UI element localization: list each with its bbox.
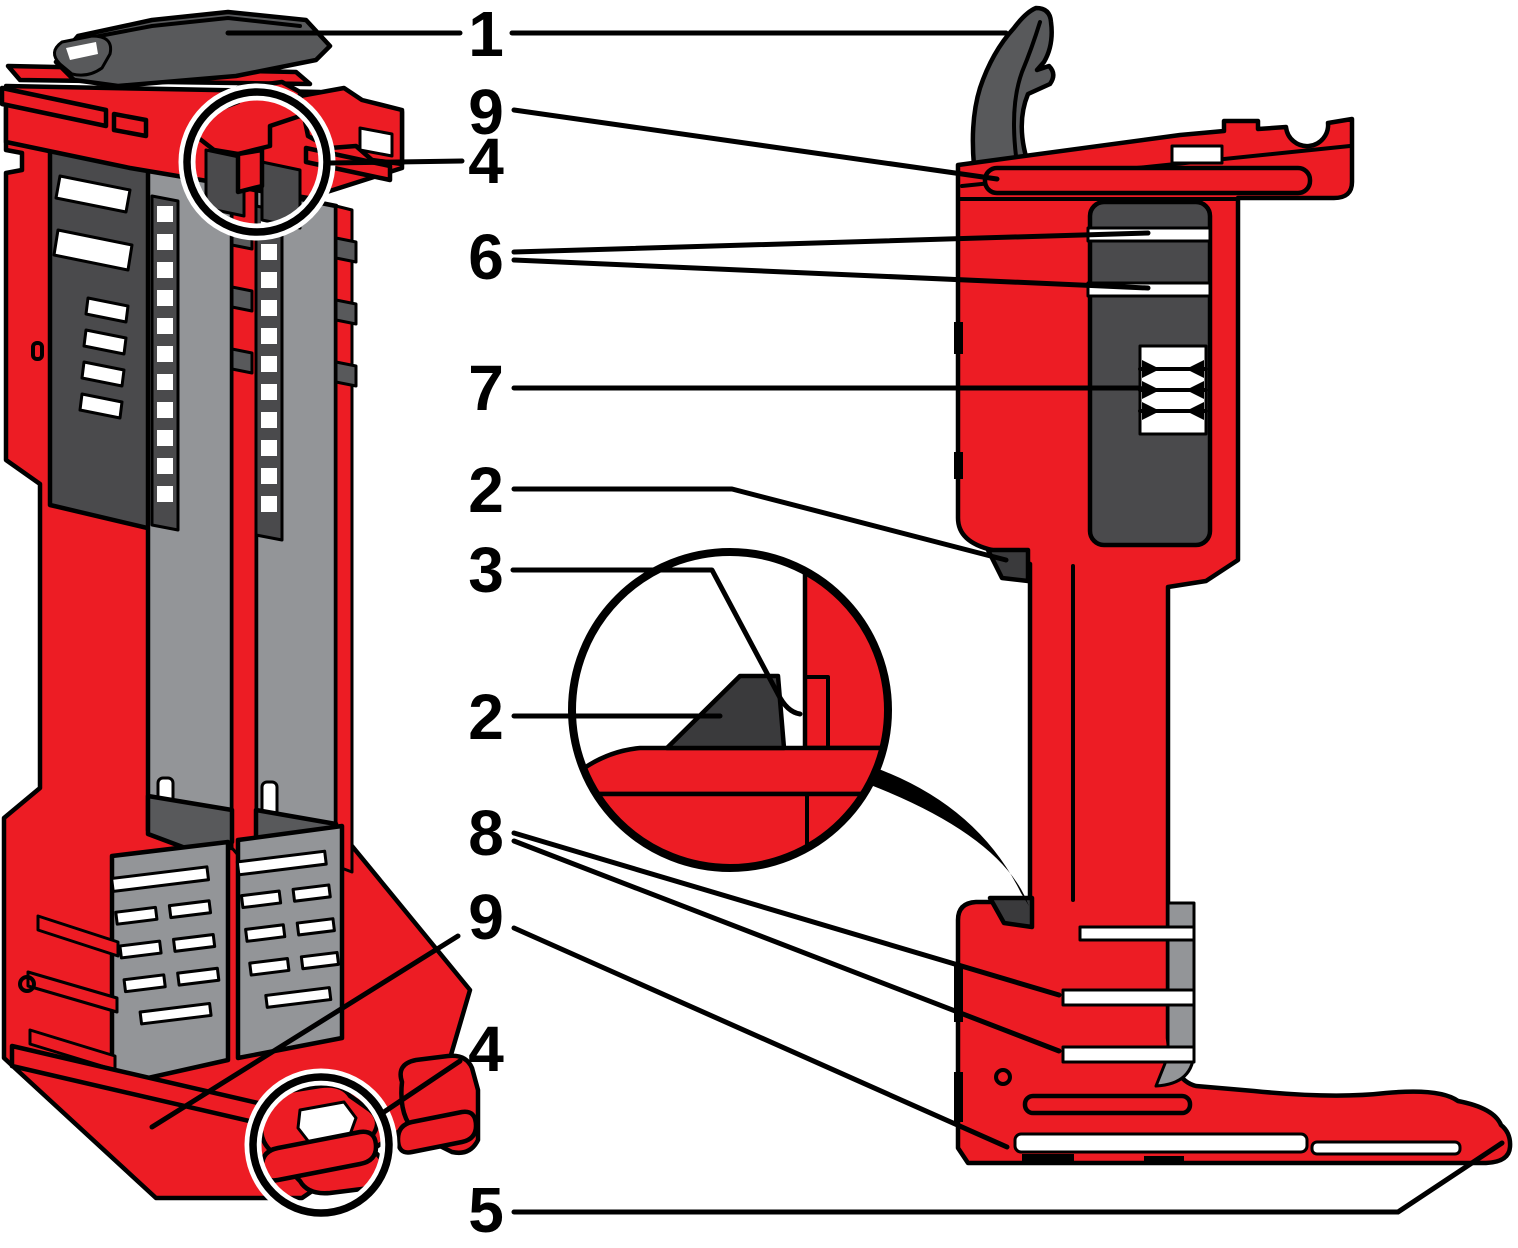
connector-block-right-slots <box>235 849 341 1009</box>
latch-ridge-line <box>76 16 302 42</box>
edge-tick <box>954 1072 963 1122</box>
callout-9-top-label: 9 <box>468 76 504 148</box>
callout-7-label: 7 <box>468 352 504 424</box>
side-latch-ridge <box>1012 20 1042 158</box>
foot-base-slot-right <box>1310 1140 1462 1156</box>
top-detail-circle <box>183 88 331 236</box>
base-bar <box>26 970 119 1014</box>
edge-tick <box>954 964 963 1022</box>
callout-8-label: 8 <box>468 797 504 869</box>
callout-6-label: 6 <box>468 221 504 293</box>
leader-callout-5 <box>511 1140 1505 1215</box>
channel-top-right <box>260 160 302 230</box>
connector-block-left-slots <box>110 865 221 1026</box>
base-tab <box>1022 1154 1074 1163</box>
leader-callout-3 <box>510 567 803 717</box>
cover-groove <box>982 165 1313 196</box>
foot-hole <box>994 1068 1012 1086</box>
leader-callout-2-top <box>511 486 1009 563</box>
callout-3-label: 3 <box>468 534 504 606</box>
foot-slot <box>1078 925 1196 942</box>
rail-roller-right <box>395 1109 479 1155</box>
vent-slot <box>80 360 126 388</box>
deck-front-rail-notch <box>111 111 149 139</box>
vent-slot <box>78 392 124 420</box>
side-body <box>955 116 1513 1166</box>
cover-slot-small <box>1170 144 1224 165</box>
spool-feature <box>1138 344 1208 436</box>
foot-base-slot <box>1013 1132 1309 1154</box>
vent-slot <box>84 296 130 324</box>
callout-2-detail-label: 2 <box>468 681 504 753</box>
callouts: 1 9 4 6 7 2 3 2 8 9 4 5 <box>149 0 1505 1246</box>
latch-hook-gap <box>66 42 98 60</box>
callout-1-label: 1 <box>468 0 504 70</box>
callout-4-bottom-label: 4 <box>468 1013 504 1085</box>
deck-front-rail <box>0 85 109 129</box>
detail-view <box>568 548 1029 906</box>
leader-callout-4-top <box>327 158 465 166</box>
base-hole <box>18 975 36 993</box>
vent-slot <box>54 174 132 214</box>
guide-strip-left <box>150 194 180 532</box>
leader-callout-9-bottom-right <box>511 925 1010 1150</box>
hook-tab <box>334 360 358 388</box>
vent-slot <box>82 328 128 356</box>
anchor-tab-lower <box>987 895 1035 930</box>
callout-9-bottom-label: 9 <box>468 881 504 953</box>
channel-top-left <box>204 148 246 218</box>
front-view <box>0 9 481 1222</box>
leader-callout-6-upper <box>511 230 1151 255</box>
leader-callout-8-upper <box>511 830 1062 998</box>
guide-strip-left-dashes <box>157 206 173 502</box>
wall-slot <box>31 341 44 361</box>
side-view <box>954 5 1513 1166</box>
edge-tick <box>954 452 963 479</box>
detail-wall-step <box>803 675 830 750</box>
detail-circle-ring <box>568 548 892 872</box>
base-tab <box>1144 1156 1184 1165</box>
module-clip-arm <box>235 147 265 195</box>
leader-callout-6-lower <box>511 257 1151 291</box>
callout-4-top-label: 4 <box>468 125 504 197</box>
detail-anchor-tab <box>664 673 787 751</box>
foot-slot <box>1061 1045 1196 1064</box>
leader-callout-9-bottom-left <box>149 933 461 1130</box>
callout-2-top-label: 2 <box>468 454 504 526</box>
module-clip-notch <box>358 126 394 158</box>
foot-slot <box>1061 988 1196 1007</box>
leader-callout-9-top <box>511 107 1000 182</box>
vent-slot <box>52 228 134 272</box>
edge-tick <box>954 322 963 354</box>
hook-tab <box>230 347 254 375</box>
detail-pointer-swoosh <box>868 768 1029 906</box>
hook-tab <box>334 298 358 326</box>
base-bar <box>36 914 120 958</box>
leader-callout-8-lower <box>511 838 1062 1054</box>
callout-5-label: 5 <box>468 1174 504 1246</box>
hook-tab <box>334 236 358 264</box>
detail-shelf <box>572 745 888 797</box>
leader-callout-4-bottom <box>381 1058 463 1115</box>
hook-tab <box>230 285 254 313</box>
bottom-detail-circle <box>249 1073 393 1217</box>
foot-groove <box>1022 1093 1193 1116</box>
